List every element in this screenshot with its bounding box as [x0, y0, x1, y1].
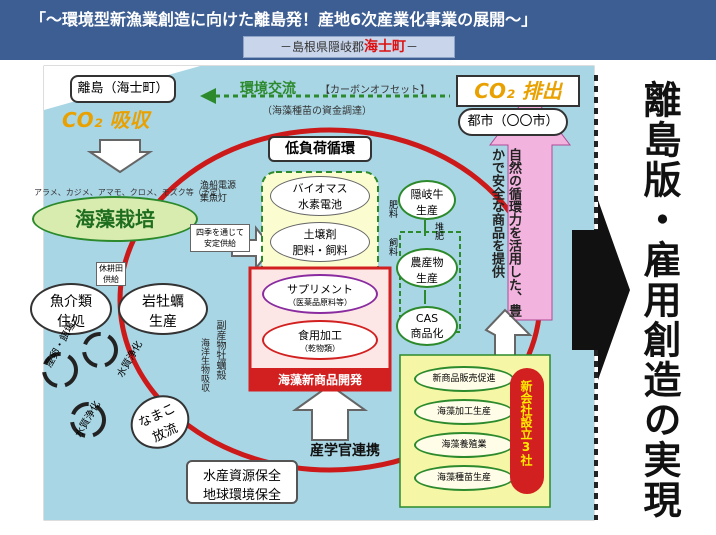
fish-habitat: 魚介類 住処 — [30, 283, 112, 335]
page-title: 「〜環境型新漁業創造に向けた離島発！産地6次産業化事業の展開〜」 — [30, 10, 538, 29]
city-box: 都市（〇〇市） — [458, 108, 568, 136]
supply-note: 四季を通じて 安定供給 — [190, 224, 250, 252]
food-sub: （乾物類） — [300, 344, 340, 353]
crops-node: 農産物 生産 — [396, 248, 458, 288]
compost-label: 堆肥 — [433, 222, 443, 240]
island-box: 離島（海士町） — [70, 75, 176, 103]
company-item-2: 海藻養殖業 — [414, 432, 514, 458]
seaweed-cultivation: 海藻栽培 — [32, 196, 198, 242]
cas-node: CAS 商品化 — [396, 306, 458, 346]
supplement-label: サプリメント — [287, 283, 353, 296]
subtitle-prefix: －島根県隠岐郡 — [279, 40, 364, 54]
food-ellipse: 食用加工 （乾物類） — [262, 320, 378, 360]
soil-ellipse: 土壌剤 肥料・飼料 — [270, 222, 370, 262]
oyster-production: 岩牡蠣 生産 — [118, 283, 208, 335]
company-label: 新会社設立3社 — [519, 380, 533, 466]
message-text: 自然の循環力を活用した、豊かで安全な商品を提供 — [489, 148, 521, 317]
company-item-1: 海藻加工生産 — [414, 399, 514, 425]
fert-label: 肥料 — [387, 200, 397, 218]
exchange-sub1: 【カーボンオフセット】 — [320, 85, 430, 96]
side-title: 離島版・雇用創造の実現 — [637, 80, 681, 520]
fallow-label: 休耕田 供給 — [96, 262, 126, 286]
oyster-note: 副産物牡蠣殻 — [214, 320, 225, 380]
co2-emit-label: CO₂ 排出 — [456, 75, 580, 107]
conservation-box: 水産資源保全 地球環境保全 — [186, 460, 298, 504]
cycle-label: 低負荷循環 — [268, 136, 372, 162]
cattle-node: 隠岐牛 生産 — [398, 180, 456, 220]
oyster-note2: 海洋生物吸収 — [199, 338, 209, 392]
feed-label: 飼料 — [387, 238, 397, 256]
food-label: 食用加工 — [298, 329, 342, 342]
supplement-sub: （医薬品原料等） — [288, 298, 352, 307]
co2-absorb-label: CO₂ 吸収 — [62, 108, 150, 132]
subtitle-suffix: － — [406, 40, 419, 54]
subtitle-box: －島根県隠岐郡海士町－ — [243, 36, 455, 58]
exchange-label: 環境交流 — [240, 81, 296, 97]
light-note: 漁船電源 集魚灯 — [200, 181, 237, 204]
seaweed-species: アラメ、カジメ、アマモ、クロメ、モズク等（予定） — [34, 188, 226, 197]
company-item-3: 海藻種苗生産 — [414, 465, 514, 491]
subtitle-highlight: 海士町 — [364, 39, 406, 55]
company-item-0: 新商品販売促進 — [414, 366, 514, 392]
new-products-label: 海藻新商品開発 — [277, 373, 362, 387]
biomass-ellipse: バイオマス 水素電池 — [270, 176, 370, 216]
exchange-sub2: （海藻種苗の資金調達） — [262, 106, 372, 117]
company-label-bubble — [510, 368, 544, 494]
collab-label: 産学官連携 — [310, 443, 380, 459]
supplement-ellipse: サプリメント （医薬品原料等） — [262, 274, 378, 314]
